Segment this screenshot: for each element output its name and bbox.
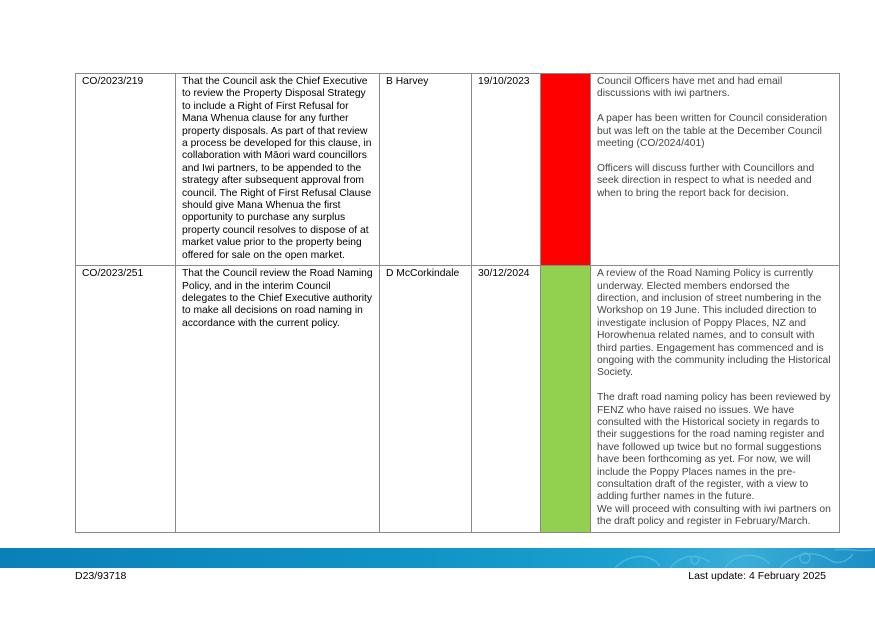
update-paragraph: Officers will discuss further with Counc…	[597, 162, 815, 199]
footer-band	[0, 548, 875, 568]
officer-cell: D McCorkindale	[379, 265, 472, 533]
table-row: CO/2023/251 That the Council review the …	[75, 265, 840, 533]
last-update-label: Last update: 4 February 2025	[688, 570, 826, 582]
update-paragraph: Council Officers have met and had email …	[597, 76, 783, 100]
reference-cell: CO/2023/251	[75, 265, 176, 533]
actions-table: CO/2023/219 That the Council ask the Chi…	[75, 72, 840, 533]
pattern-decoration-icon	[614, 548, 874, 568]
document-reference: D23/93718	[75, 570, 127, 582]
officer-cell: B Harvey	[379, 72, 472, 267]
update-paragraph: The draft road naming policy has been re…	[597, 392, 831, 528]
update-paragraph: A paper has been written for Council con…	[597, 113, 828, 150]
reference-cell: CO/2023/219	[75, 72, 176, 267]
update-cell: Council Officers have met and had email …	[590, 72, 840, 267]
table-row: CO/2023/219 That the Council ask the Chi…	[75, 72, 840, 267]
update-paragraph: A review of the Road Naming Policy is cu…	[597, 268, 831, 379]
update-cell: A review of the Road Naming Policy is cu…	[590, 265, 840, 533]
date-cell: 30/12/2024	[471, 265, 541, 533]
status-cell	[540, 265, 591, 533]
date-cell: 19/10/2023	[471, 72, 541, 267]
status-cell	[540, 72, 591, 267]
resolution-cell: That the Council review the Road Naming …	[175, 265, 380, 533]
resolution-cell: That the Council ask the Chief Executive…	[175, 72, 380, 267]
